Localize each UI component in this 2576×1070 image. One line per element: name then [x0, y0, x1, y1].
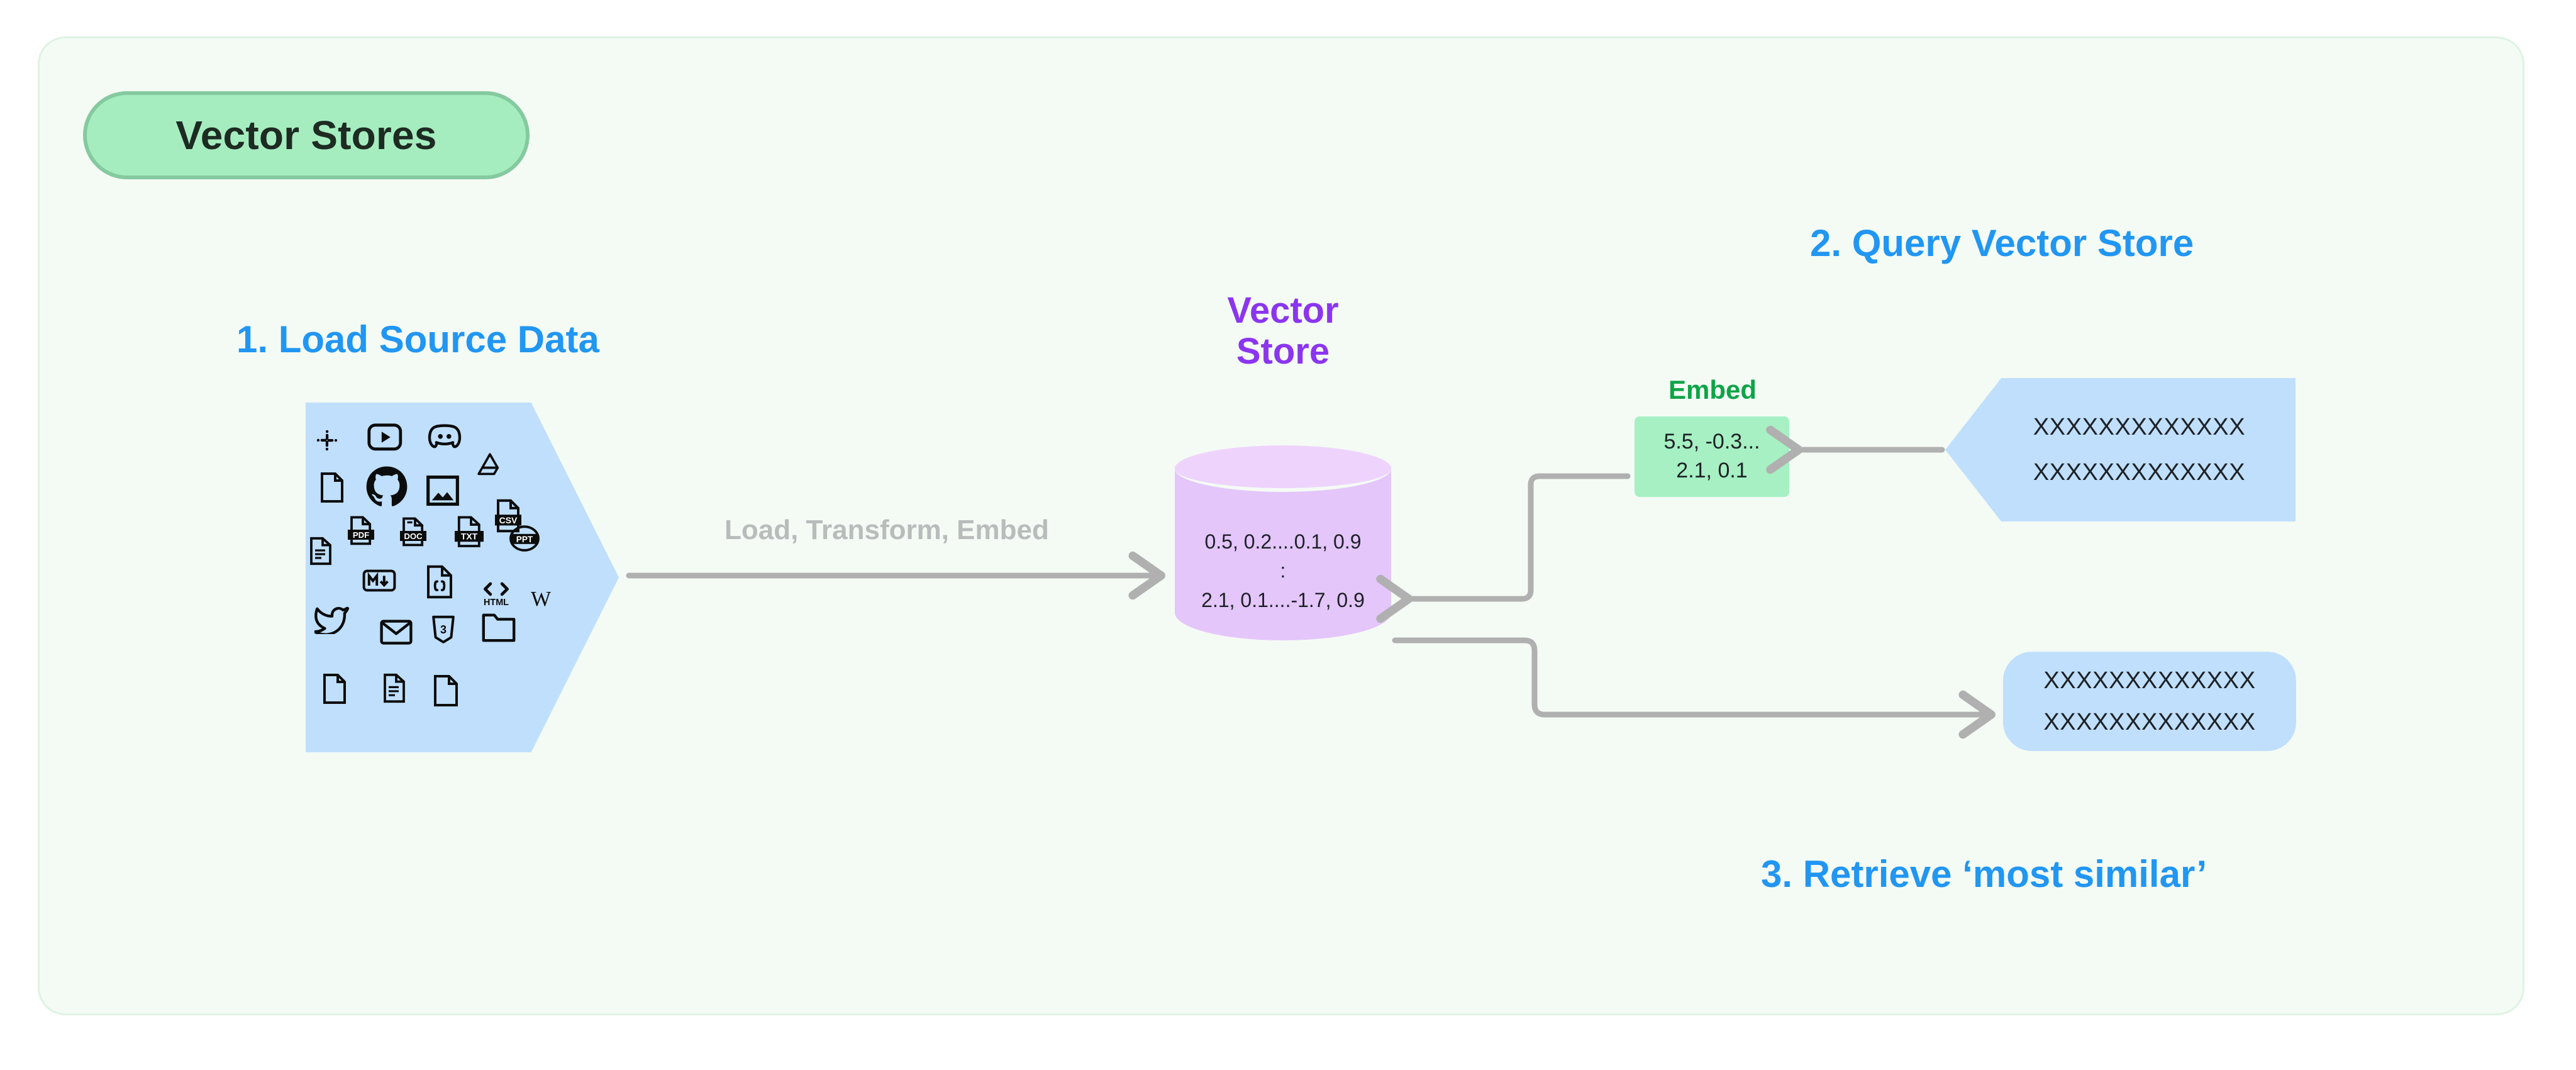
email-icon — [380, 620, 413, 645]
vector-store-title-line-2: Store — [1236, 330, 1330, 372]
cylinder-row-2: 2.1, 0.1....-1.7, 0.9 — [1201, 588, 1365, 611]
slack-icon — [313, 426, 341, 454]
html-icon: HTML — [480, 581, 513, 606]
step-1-heading: 1. Load Source Data — [236, 318, 599, 360]
load-transform-embed-label: Load, Transform, Embed — [724, 515, 1049, 545]
result-row-1: XXXXXXXXXXXXX — [2043, 709, 2256, 735]
query-row-0: XXXXXXXXXXXXX — [2033, 413, 2246, 440]
embed-row-1: 2.1, 0.1 — [1676, 459, 1748, 482]
image-icon — [425, 473, 460, 508]
embed-vector-box: 5.5, -0.3... 2.1, 0.1 — [1635, 416, 1789, 497]
source-icon-grid: CSV PDF DOC — [306, 403, 619, 752]
twitter-icon — [314, 604, 350, 634]
google-drive-icon — [477, 452, 503, 477]
query-row-1: XXXXXXXXXXXXX — [2033, 459, 2246, 486]
svg-text:PDF: PDF — [353, 530, 369, 540]
svg-text:3: 3 — [440, 623, 447, 636]
doc-file-icon: DOC — [397, 517, 429, 547]
svg-text:PPT: PPT — [516, 535, 533, 544]
github-icon — [365, 465, 409, 510]
step-2-heading: 2. Query Vector Store — [1810, 222, 2194, 264]
vector-store-title: Vector Store — [1179, 290, 1387, 372]
vector-stores-title-label: Vector Stores — [175, 113, 437, 158]
embed-row-0: 5.5, -0.3... — [1663, 430, 1760, 454]
cylinder-body — [1175, 467, 1391, 640]
txt-file-icon: TXT — [452, 516, 486, 549]
document-lines-icon — [309, 537, 333, 566]
markdown-icon — [362, 569, 396, 592]
file-blank-icon-2 — [322, 673, 347, 705]
query-input-shape: XXXXXXXXXXXXX XXXXXXXXXXXXX — [1945, 378, 2296, 521]
cylinder-row-1: : — [1280, 559, 1286, 582]
folder-icon — [482, 613, 516, 642]
file-blank-icon — [319, 472, 345, 503]
svg-text:TXT: TXT — [461, 532, 478, 542]
vector-store-title-line-1: Vector — [1227, 290, 1339, 331]
pdf-file-icon: PDF — [345, 516, 377, 546]
retrieved-result-shape: XXXXXXXXXXXXX XXXXXXXXXXXXX — [2003, 652, 2296, 751]
cylinder-top-ellipse — [1175, 445, 1391, 492]
embed-label: Embed — [1668, 375, 1757, 404]
vector-store-cylinder: 0.5, 0.2....0.1, 0.9 : 2.1, 0.1....-1.7,… — [1175, 445, 1391, 654]
result-row-0: XXXXXXXXXXXXX — [2043, 667, 2256, 694]
vector-stores-title-badge: Vector Stores — [83, 91, 530, 179]
document-lines-icon-2 — [382, 673, 406, 703]
wikipedia-icon: W — [527, 588, 555, 609]
svg-text:CSV: CSV — [499, 515, 518, 525]
csv-file-icon: CSV — [493, 499, 523, 533]
youtube-icon — [367, 423, 402, 452]
json-file-icon — [425, 565, 454, 599]
discord-icon — [427, 421, 462, 450]
svg-text:DOC: DOC — [404, 532, 423, 541]
svg-text:W: W — [531, 588, 552, 609]
svg-text:HTML: HTML — [484, 598, 509, 606]
cylinder-row-0: 0.5, 0.2....0.1, 0.9 — [1204, 530, 1362, 553]
ppt-file-icon: PPT — [508, 523, 541, 554]
cylinder-vector-rows: 0.5, 0.2....0.1, 0.9 : 2.1, 0.1....-1.7,… — [1175, 527, 1391, 615]
step-3-heading: 3. Retrieve ‘most similar’ — [1761, 853, 2207, 895]
file-blank-icon-3 — [433, 674, 459, 707]
css3-icon: 3 — [431, 615, 455, 644]
